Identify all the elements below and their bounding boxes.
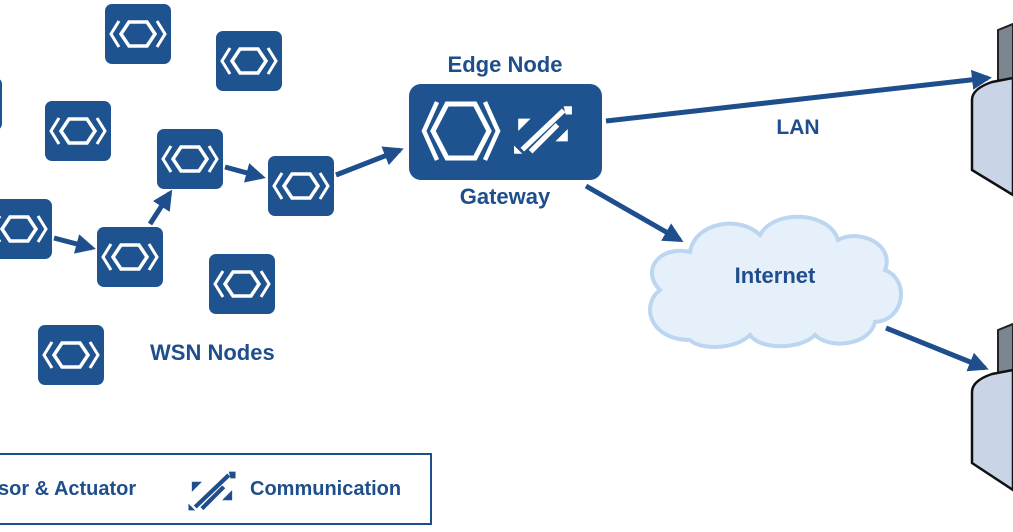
legend-label-communication: Communication: [250, 478, 401, 500]
wsn-node-icon: [97, 227, 163, 287]
wsn-node-icon: [0, 199, 52, 259]
edge-node-label: Edge Node: [448, 52, 563, 77]
link-internet-device: [885, 325, 989, 372]
wsn-node-icon: [216, 31, 282, 91]
sensor-actuator-icon: [421, 101, 501, 161]
link-n6-n3: [147, 189, 173, 226]
wsn-links: [53, 69, 992, 372]
wsn-nodes: [0, 4, 334, 385]
wsn-node-icon: [209, 254, 275, 314]
lan-device: [970, 22, 1013, 197]
wsn-node-icon: [268, 156, 334, 216]
link-n5-n6: [53, 234, 96, 254]
gateway-box: [409, 84, 602, 180]
link-n3-n4: [224, 163, 266, 183]
legend-label-sensor-actuator: sor & Actuator: [0, 478, 136, 500]
link-gateway-internet: [584, 183, 684, 243]
legend: sor & Actuator Communication: [0, 453, 432, 525]
wsn-nodes-label: WSN Nodes: [150, 340, 275, 365]
wsn-node-icon: [105, 4, 171, 64]
link-n4-gateway: [335, 146, 404, 178]
wsn-node-icon: [157, 129, 223, 189]
wsn-node-icon: [45, 101, 111, 161]
internet-cloud: Internet: [648, 214, 903, 349]
wsn-node-icon: [38, 325, 104, 385]
wsn-node-icon-partial: [0, 79, 2, 129]
internet-label: Internet: [735, 263, 816, 288]
gateway-label: Gateway: [460, 184, 551, 209]
lan-label: LAN: [776, 116, 819, 139]
internet-device: [970, 322, 1013, 492]
link-gateway-lan: [605, 69, 992, 124]
